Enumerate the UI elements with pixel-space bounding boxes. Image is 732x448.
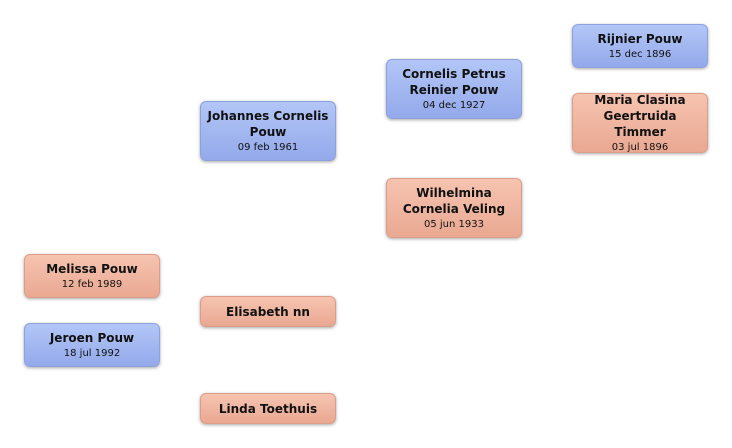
person-name: Linda Toethuis	[218, 401, 318, 416]
person-name: Wilhelmina Cornelia Veling	[402, 186, 506, 216]
person-card-jeroen-pouw[interactable]: Jeroen Pouw 18 jul 1992	[24, 323, 160, 367]
person-birth-date: 04 dec 1927	[422, 100, 486, 111]
person-birth-date: 12 feb 1989	[61, 279, 123, 290]
person-card-wilhelmina-cornelia-veling[interactable]: Wilhelmina Cornelia Veling 05 jun 1933	[386, 178, 522, 238]
person-card-johannes-cornelis-pouw[interactable]: Johannes Cornelis Pouw 09 feb 1961	[200, 101, 336, 161]
person-card-rijnier-pouw[interactable]: Rijnier Pouw 15 dec 1896	[572, 24, 708, 68]
person-name: Melissa Pouw	[46, 262, 138, 276]
person-birth-date: 03 jul 1896	[611, 142, 669, 153]
person-card-cornelis-petrus-reinier-pouw[interactable]: Cornelis Petrus Reinier Pouw 04 dec 1927	[386, 59, 522, 119]
person-name: Maria Clasina Geertruida Timmer	[594, 93, 686, 139]
person-card-elisabeth-nn[interactable]: Elisabeth nn	[200, 296, 336, 327]
person-name: Elisabeth nn	[226, 304, 310, 319]
person-card-linda-toethuis[interactable]: Linda Toethuis	[200, 393, 336, 424]
person-birth-date: 15 dec 1896	[608, 49, 672, 60]
person-name: Johannes Cornelis Pouw	[207, 109, 329, 139]
person-birth-date: 05 jun 1933	[424, 219, 484, 230]
person-card-melissa-pouw[interactable]: Melissa Pouw 12 feb 1989	[24, 254, 160, 298]
person-birth-date: 18 jul 1992	[63, 348, 121, 359]
person-card-maria-clasina-geertruida-timmer[interactable]: Maria Clasina Geertruida Timmer 03 jul 1…	[572, 93, 708, 153]
person-birth-date: 09 feb 1961	[237, 142, 299, 153]
person-name: Jeroen Pouw	[49, 331, 135, 345]
person-name: Cornelis Petrus Reinier Pouw	[402, 67, 506, 97]
person-name: Rijnier Pouw	[597, 32, 683, 46]
